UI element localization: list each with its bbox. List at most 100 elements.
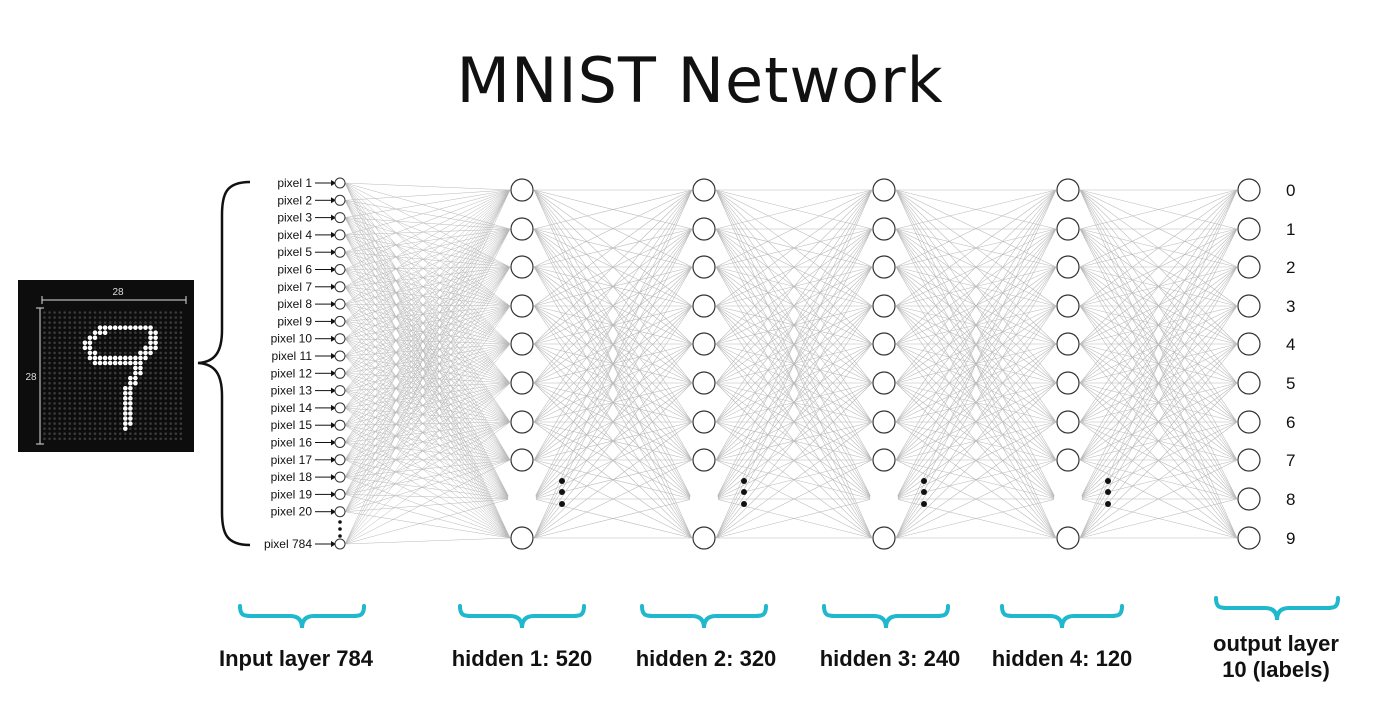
input-node [334, 471, 346, 483]
input-node [334, 229, 346, 241]
input-node [334, 506, 346, 518]
hidden-node [1056, 371, 1080, 395]
input-node [334, 315, 346, 327]
arrow-head [331, 370, 336, 377]
pixel-label: pixel 19 [271, 487, 313, 501]
pixel-label-last: pixel 784 [264, 537, 312, 551]
input-node-last [334, 538, 346, 550]
input-node [334, 402, 346, 414]
hidden-node [1056, 332, 1080, 356]
output-caption-line2: 10 (labels) [1222, 657, 1330, 682]
arrow-head [331, 456, 336, 463]
hidden-node [510, 371, 534, 395]
hidden-gap [508, 483, 536, 515]
input-node [334, 177, 346, 189]
arrow-head [331, 318, 336, 325]
output-label: 4 [1286, 335, 1295, 354]
height-label: 28 [25, 372, 37, 383]
caption-brace [1000, 604, 1124, 629]
layer-caption-braces [238, 596, 1340, 629]
input-node [334, 437, 346, 448]
output-label: 6 [1286, 413, 1295, 432]
arrow-head [331, 335, 336, 342]
ellipsis-dot [741, 478, 747, 484]
ellipsis-dot [338, 527, 342, 531]
caption-brace [640, 604, 768, 629]
pixel-label: pixel 11 [272, 349, 313, 363]
hidden-node [872, 217, 896, 241]
hidden-node [1056, 410, 1080, 434]
arrow-head [331, 439, 336, 446]
ellipsis-dot [559, 489, 565, 495]
arrow-head [331, 283, 336, 290]
arrow-head [331, 249, 336, 256]
output-node [1237, 487, 1261, 511]
ellipsis-dot [338, 534, 342, 538]
ellipsis-dot [559, 478, 565, 484]
output-label: 2 [1286, 258, 1295, 277]
ellipsis-dot [559, 501, 565, 507]
hidden-node [692, 178, 716, 202]
pixel-label: pixel 7 [277, 280, 312, 294]
input-node [334, 333, 346, 345]
hidden-node [692, 332, 716, 356]
pixel-label: pixel 4 [277, 228, 312, 242]
mnist-digit-image: 28 28 [18, 280, 194, 452]
hidden-node [872, 332, 896, 356]
hidden-node [510, 410, 534, 434]
hidden-node [1056, 217, 1080, 241]
hidden-node [872, 448, 896, 472]
arrow-head [331, 197, 336, 204]
arrow-head [331, 180, 336, 186]
output-layer-caption: output layer 10 (labels) [1186, 631, 1366, 683]
hidden-node [510, 255, 534, 279]
arrow-head [331, 266, 336, 273]
output-node [1237, 526, 1261, 550]
output-node [1237, 448, 1261, 472]
hidden-gap [1054, 483, 1082, 515]
ellipsis-dots [338, 478, 1111, 538]
hidden-node [1056, 448, 1080, 472]
arrow-head [331, 231, 336, 238]
arrow-head [331, 214, 336, 221]
connection-edges [344, 182, 1238, 545]
arrow-head [331, 353, 336, 359]
neuron-nodes [334, 177, 1261, 550]
arrow-head [331, 508, 336, 515]
hidden-gap [690, 483, 718, 515]
input-node [334, 419, 346, 431]
pixel-label: pixel 13 [271, 384, 313, 398]
hidden-node [872, 178, 896, 202]
output-node [1237, 410, 1261, 434]
output-node [1237, 294, 1261, 318]
output-label: 8 [1286, 490, 1295, 509]
ellipsis-dot [1105, 489, 1111, 495]
hidden-node [692, 294, 716, 318]
output-label: 5 [1286, 374, 1295, 393]
ellipsis-dot [741, 501, 747, 507]
hidden-node [1056, 526, 1080, 550]
output-label: 7 [1286, 451, 1295, 470]
hidden-node [510, 294, 534, 318]
caption-brace [1214, 596, 1340, 621]
hidden-node [872, 410, 896, 434]
pixel-label: pixel 2 [277, 193, 312, 207]
ellipsis-dot [1105, 478, 1111, 484]
input-node [334, 298, 346, 310]
hidden-node [872, 294, 896, 318]
image-background [18, 280, 194, 452]
caption-brace [238, 604, 366, 629]
caption-brace [458, 604, 586, 629]
arrow-head [331, 422, 336, 429]
input-node [334, 367, 346, 379]
input-brace-path [197, 180, 251, 547]
ellipsis-dot [1105, 501, 1111, 507]
input-node [334, 488, 346, 500]
input-node [334, 194, 346, 206]
output-node [1237, 371, 1261, 395]
input-node [334, 212, 346, 224]
width-label: 28 [112, 287, 124, 298]
arrow-head [331, 387, 336, 394]
